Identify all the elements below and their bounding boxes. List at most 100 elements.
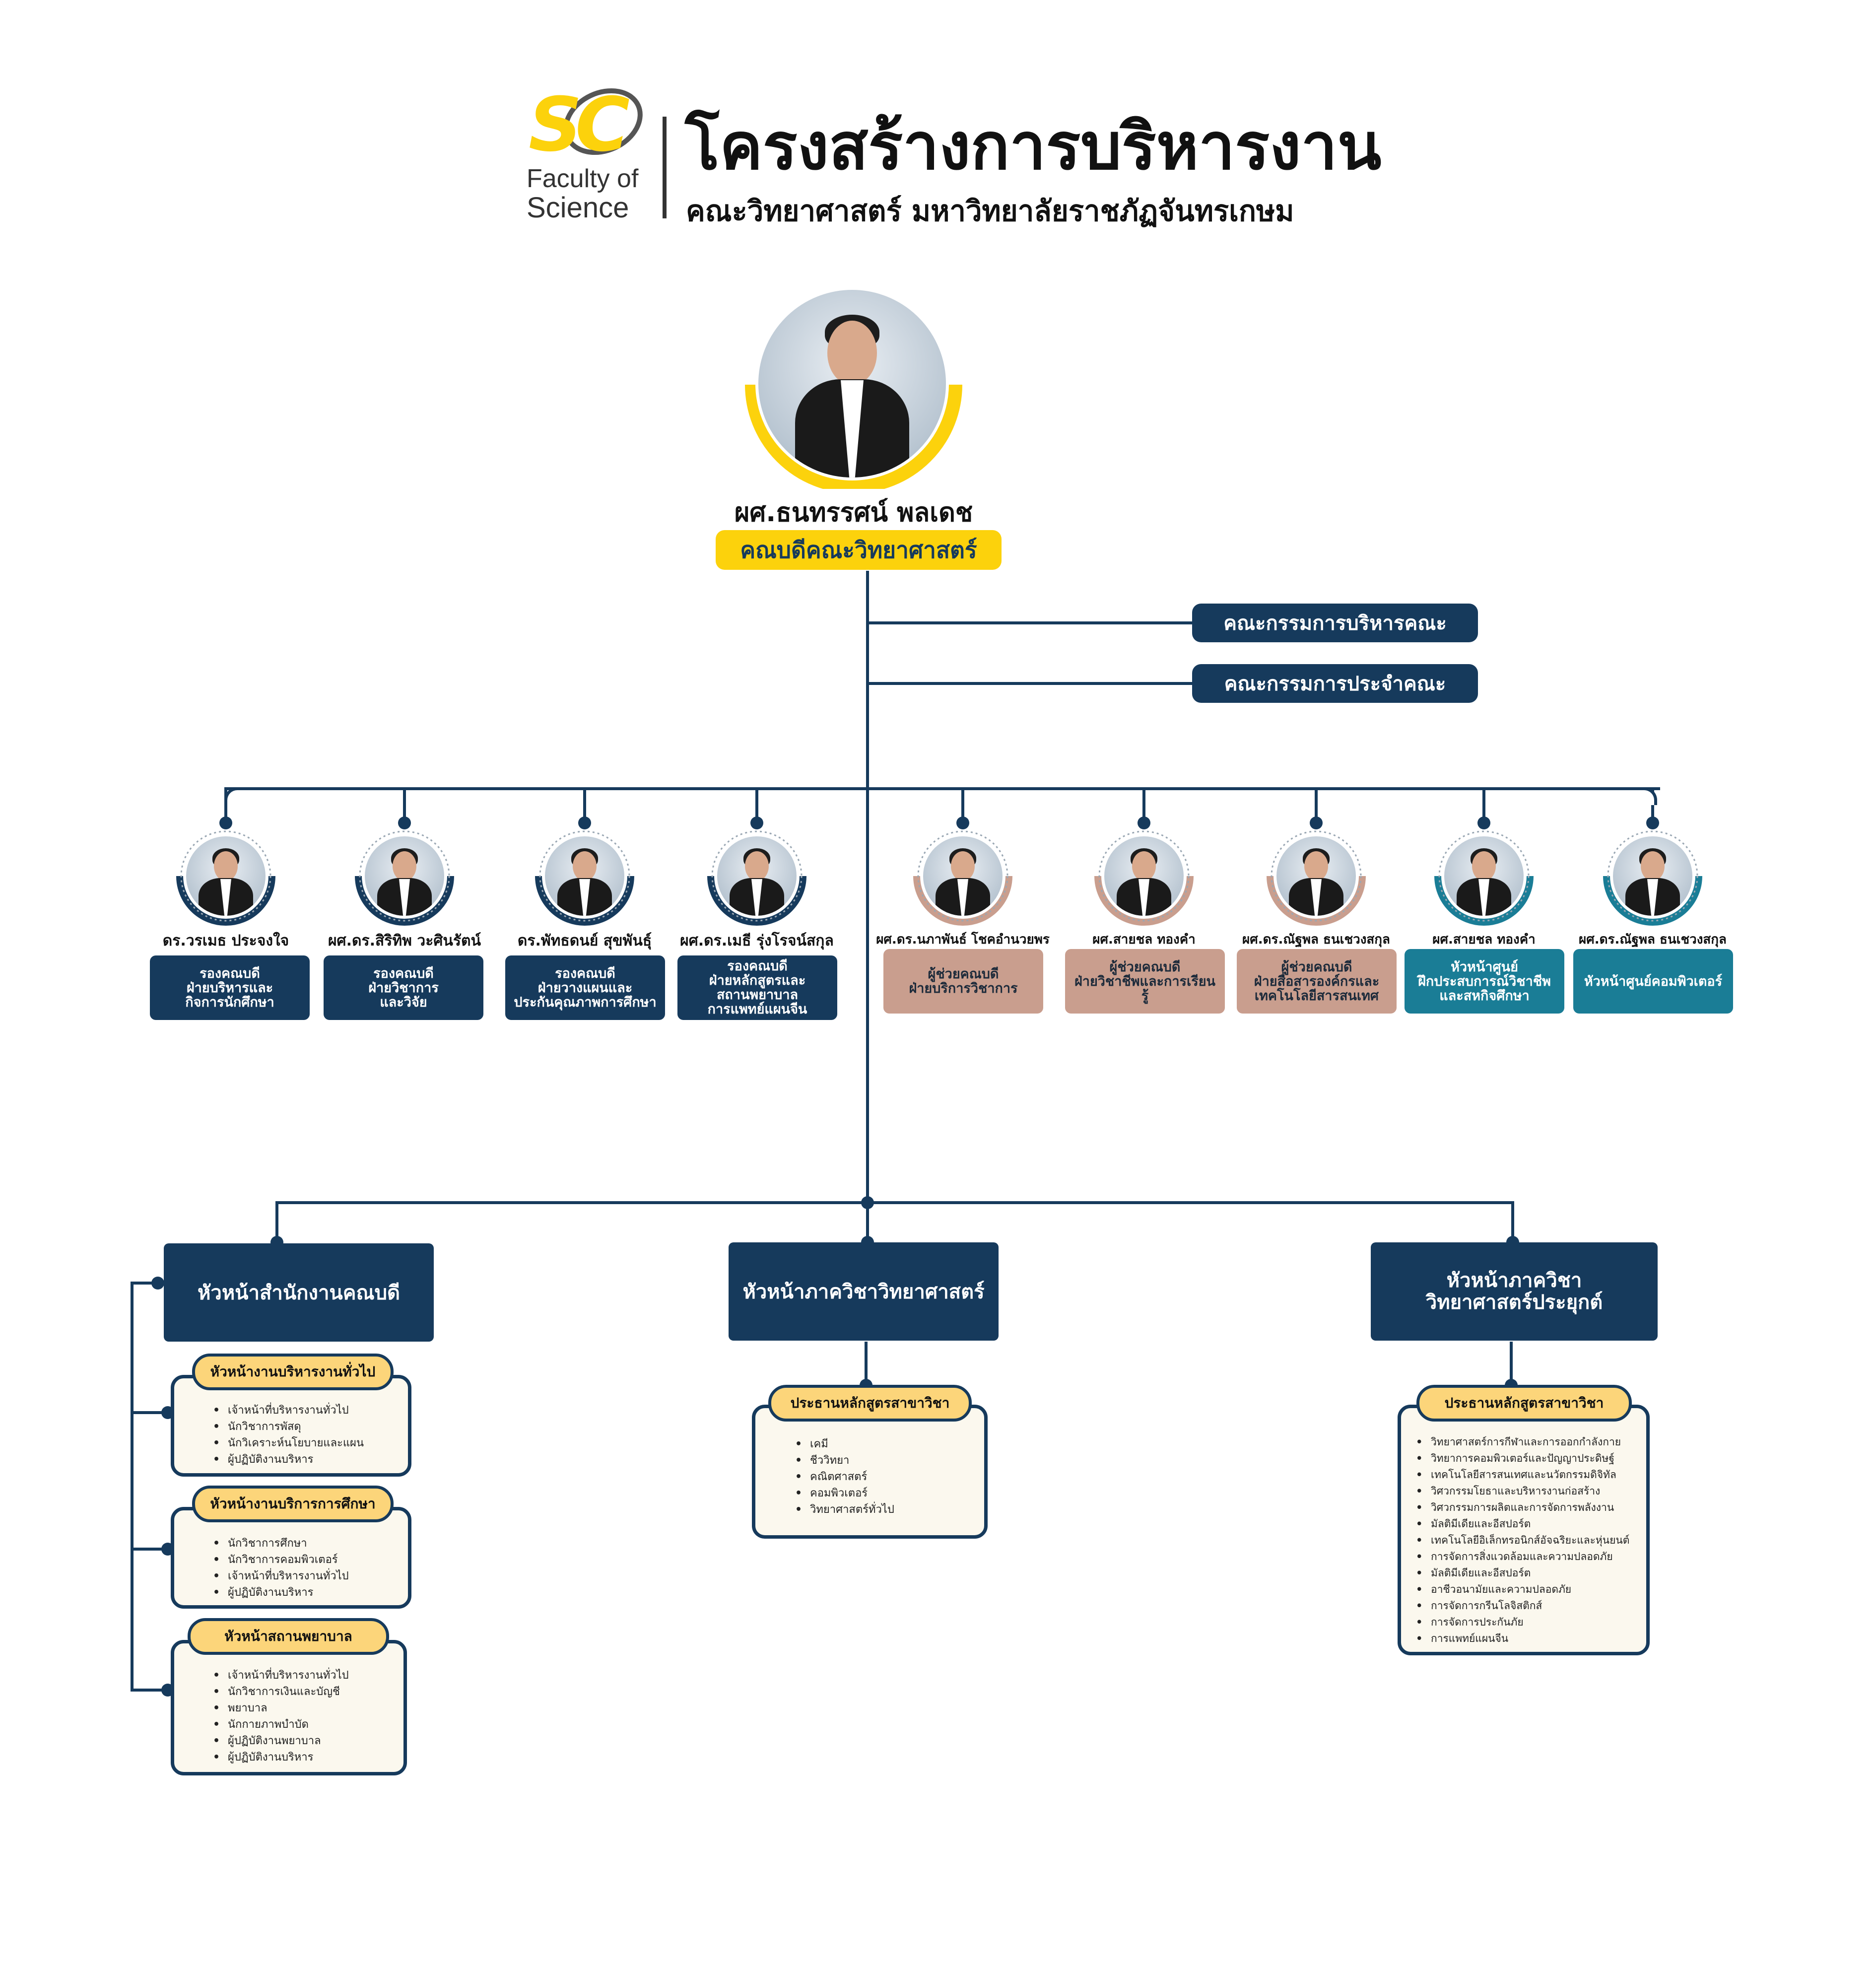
executive-photo-ring [1267,830,1366,926]
executive-position: รองคณบดี ฝ่ายวิชาการ และวิจัย [324,955,483,1020]
executive-bus [226,787,1660,790]
office-bracket-link-2 [131,1548,170,1551]
executive-position: ผู้ช่วยคณบดี ฝ่ายสื่อสารองค์กรและ เทคโนโ… [1237,949,1397,1014]
office-bracket-link-3 [131,1689,170,1692]
list-item: นักกายภาพบำบัด [213,1716,349,1733]
executive-drop-line [403,787,406,822]
applied-programs-title: ประธานหลักสูตรสาขาวิชา [1416,1385,1632,1422]
logo-line-1: Faculty of [527,164,639,193]
page-title: โครงสร้างการบริหารงาน [685,109,1382,184]
dean-name: ผศ.ธนทรรศน์ พลเดช [734,498,973,528]
list-item: การแพทย์แผนจีน [1416,1630,1629,1647]
list-item: คอมพิวเตอร์ [795,1485,894,1501]
main-trunk [866,571,869,1204]
list-item: ผู้ปฏิบัติงานบริหาร [213,1749,349,1766]
office-section-title: หัวหน้าสถานพยาบาล [188,1618,389,1655]
header-divider [663,117,667,218]
list-item: การจัดการสิ่งแวดล้อมและความปลอดภัย [1416,1549,1629,1565]
executive-name: ผศ.ดร.นภาพันธ์ โชคอำนวยพร [876,932,1050,947]
executive-position: รองคณบดี ฝ่ายวางแผนและ ประกันคุณภาพการศึ… [505,955,665,1020]
executive-dot [956,816,969,829]
list-item: ผู้ปฏิบัติงานบริหาร [213,1451,364,1468]
list-item: วิทยาศาสตร์การกีฬาและการออกกำลังกาย [1416,1434,1629,1450]
executive-photo [717,836,797,916]
list-item: อาชีวอนามัยและความปลอดภัย [1416,1581,1629,1598]
list-item: เจ้าหน้าที่บริหารงานทั่วไป [213,1568,349,1584]
list-item: เคมี [795,1436,894,1452]
executive-dot [750,816,763,829]
science-programs-link [865,1342,868,1386]
executive-drop-line [755,787,758,822]
list-item: เทคโนโลยีอิเล็กทรอนิกส์อัจฉริยะและหุ่นยน… [1416,1532,1629,1549]
executive-name: ผศ.ดร.เมธี รุ่งโรจน์สกุล [680,932,834,950]
executive-photo [186,836,266,916]
list-item: ชีววิทยา [795,1452,894,1469]
unit-science-dept: หัวหน้าภาควิชาวิทยาศาสตร์ [729,1242,999,1341]
dean-position: คณบดีคณะวิทยาศาสตร์ [716,530,1002,570]
executive-dot [219,816,232,829]
executive-photo [365,836,444,916]
unit-dean-office: หัวหน้าสำนักงานคณบดี [164,1243,434,1342]
committee-admin: คณะกรรมการบริหารคณะ [1192,604,1478,642]
executive-photo-ring [707,830,806,926]
executive-dot [578,816,591,829]
executive-name: ผศ.สายชล ทองคำ [1432,932,1536,947]
logo-letters: SC [529,82,630,168]
executive-position: หัวหน้าศูนย์ ฝึกประสบการณ์วิชาชีพ และสหก… [1405,949,1564,1014]
executive-dot [1138,816,1150,829]
executive-photo-ring [176,830,275,926]
executive-name: ผศ.สายชล ทองคำ [1092,932,1196,947]
executive-name: ดร.พัทธดนย์ สุขพันธุ์ [517,932,652,950]
executive-photo-ring [355,830,454,926]
list-item: เจ้าหน้าที่บริหารงานทั่วไป [213,1667,349,1684]
committee-link-1 [868,621,1195,624]
dean-photo-ring [742,280,965,493]
list-item: พยาบาล [213,1700,349,1716]
list-item: เทคโนโลยีสารสนเทศและนวัตกรรมดิจิทัล [1416,1467,1629,1483]
executive-position: ผู้ช่วยคณบดี ฝ่ายบริการวิชาการ [883,949,1043,1014]
executive-photo [1276,836,1356,916]
list-item: การจัดการประกันภัย [1416,1614,1629,1630]
list-item: วิศวกรรมโยธาและบริหารงานก่อสร้าง [1416,1483,1629,1499]
list-item: การจัดการกรีนโลจิสติกส์ [1416,1598,1629,1614]
office-section-title: หัวหน้างานบริการการศึกษา [192,1486,394,1522]
executive-position: รองคณบดี ฝ่ายหลักสูตรและ สถานพยาบาล การแ… [677,955,837,1020]
executive-drop-line [1315,787,1318,822]
unit-applied-science-dept: หัวหน้าภาควิชา วิทยาศาสตร์ประยุกต์ [1371,1242,1658,1341]
executive-dot [398,816,411,829]
executive-photo-ring [1434,830,1534,926]
list-item: นักวิเคราะห์นโยบายและแผน [213,1435,364,1451]
executive-photo-ring [913,830,1012,926]
office-section-title: หัวหน้างานบริหารงานทั่วไป [192,1354,394,1390]
executive-photo-ring [1094,830,1194,926]
list-item: วิทยาศาสตร์ทั่วไป [795,1501,894,1518]
executive-photo-ring [1603,830,1702,926]
list-item: คณิตศาสตร์ [795,1469,894,1485]
page-subtitle: คณะวิทยาศาสตร์ มหาวิทยาลัยราชภัฏจันทรเกษ… [686,194,1294,228]
list-item: วิศวกรรมการผลิตและการจัดการพลังงาน [1416,1499,1629,1516]
list-item: ผู้ปฏิบัติงานบริหาร [213,1584,349,1601]
executive-photo [1613,836,1692,916]
executive-dot [1646,816,1659,829]
executive-photo-ring [535,830,634,926]
committee-faculty: คณะกรรมการประจำคณะ [1192,664,1478,703]
list-item: มัลติมีเดียและอีสปอร์ต [1416,1516,1629,1532]
unit-drop-3 [1511,1201,1514,1246]
list-item: เจ้าหน้าที่บริหารงานทั่วไป [213,1402,364,1419]
list-item: นักวิชาการพัสดุ [213,1419,364,1435]
executive-position: รองคณบดี ฝ่ายบริหารและ กิจการนักศึกษา [150,955,310,1020]
unit-bus [275,1201,1514,1204]
executive-name: ผศ.ดร.ณัฐพล ธนเชวงสกุล [1242,932,1390,947]
faculty-logo: SC Faculty of Science [524,82,658,226]
executive-position: ผู้ช่วยคณบดี ฝ่ายวิชาชีพและการเรียนรู้ [1065,949,1225,1014]
executive-position: หัวหน้าศูนย์คอมพิวเตอร์ [1573,949,1733,1014]
logo-swoosh [563,88,643,155]
executive-drop-line [961,787,964,822]
executive-drop-line [1142,787,1145,822]
list-item: นักวิชาการคอมพิวเตอร์ [213,1552,349,1568]
science-programs-title: ประธานหลักสูตรสาขาวิชา [768,1385,972,1422]
executive-photo [923,836,1003,916]
unit-drop-1 [275,1201,278,1246]
executive-drop-line [583,787,586,822]
office-bracket-link-1 [131,1411,170,1414]
